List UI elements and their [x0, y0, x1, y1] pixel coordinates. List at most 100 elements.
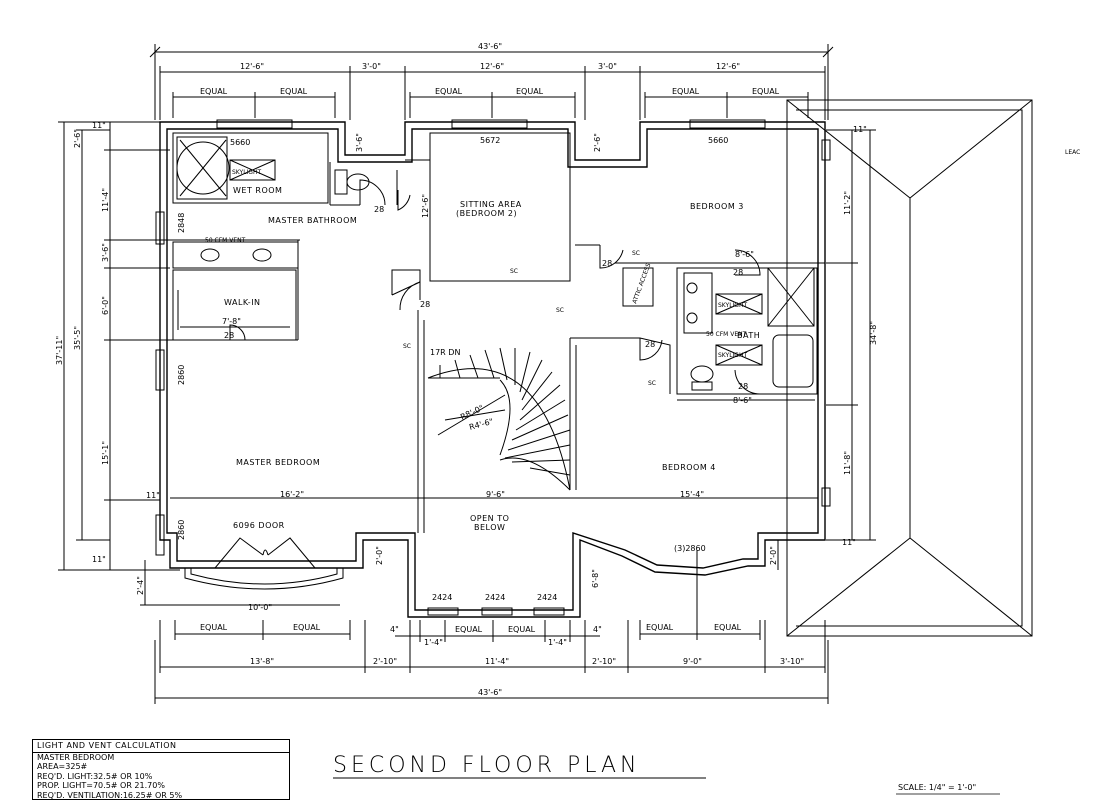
dim-top-overall: 43'-6" [478, 42, 502, 51]
dim-right-s2: 11'-8" [843, 451, 852, 475]
smoke-detector-labels: SC SC SC SC SC [403, 250, 656, 387]
interior-dimension-labels: 16'-2" 9'-6" 15'-4" 7'-8" 8'-6" 8'-6" 12… [222, 133, 754, 588]
window-5660-b: 5660 [708, 136, 728, 145]
smoke-detector: SC [403, 343, 411, 350]
dim-bath-width-1: 8'-6" [735, 250, 754, 259]
label-6096-door: 6096 DOOR [233, 521, 285, 530]
dim-bottom-eq3: EQUAL [455, 625, 483, 634]
door-tag: 28 [420, 300, 430, 309]
door-tag: 28 [738, 382, 748, 391]
door-tag: 28 [374, 205, 384, 214]
label-skylight-bath-2: SKYLIGHT [718, 352, 747, 359]
door-tag: 28 [602, 259, 612, 268]
door-swings [229, 179, 761, 395]
dim-left-s6: 2'-4" [136, 576, 145, 595]
calc-line: REQ'D. LIGHT:32.5# OR 10% [37, 771, 153, 781]
dim-bottom-eq4: EQUAL [508, 625, 536, 634]
room-master-bathroom: MASTER BATHROOM [268, 216, 357, 225]
calc-line: PROP. LIGHT=70.5# OR 21.70% [37, 781, 165, 790]
smoke-detector: SC [510, 268, 518, 275]
label-skylight-bath-1: SKYLIGHT [718, 302, 747, 309]
window-labels: 5660 5672 5660 2424 2424 2424 (3)2860 28… [177, 136, 728, 602]
dim-right-t2: 11" [842, 538, 856, 547]
skylights [176, 139, 763, 366]
light-vent-calculation-box: LIGHT AND VENT CALCULATION MASTER BEDROO… [32, 739, 290, 800]
bottom-dimension-labels: 43'-6" 13'-8" 2'-10" 11'-4" 2'-10" 9'-0"… [200, 603, 804, 697]
exterior-walls [159, 121, 826, 618]
top-dimensions [149, 44, 834, 120]
dim-sitting-height: 12'-6" [421, 194, 430, 218]
edge-label: LEAC [1065, 149, 1080, 156]
dim-bottom-seg3: 11'-4" [485, 657, 509, 666]
dim-bottom-e4: 4" [593, 625, 602, 634]
door-tag: 28 [224, 331, 234, 340]
window-2848: 2848 [177, 213, 186, 233]
window-5660-a: 5660 [230, 138, 250, 147]
calc-line: REQ'D. VENTILATION:16.25# OR 5% [37, 790, 183, 800]
dim-stair-well: 6'-8" [591, 569, 600, 588]
dim-bay-left: 2'-0" [375, 546, 384, 565]
dim-top-seg3: 12'-6" [480, 62, 504, 71]
room-wet-room: WET ROOM [233, 186, 282, 195]
room-bath: BATH [737, 331, 760, 340]
calc-header: LIGHT AND VENT CALCULATION [33, 740, 289, 753]
dim-bottom-eq5: EQUAL [646, 623, 674, 632]
dim-bottom-e3: 1'-4" [548, 638, 567, 647]
room-master-bedroom: MASTER BEDROOM [236, 458, 320, 467]
dim-top-seg5: 12'-6" [716, 62, 740, 71]
dim-bottom-seg5: 9'-0" [683, 657, 702, 666]
dim-wc-width: 3'-6" [355, 133, 364, 152]
dim-bottom-eq1: EQUAL [200, 623, 228, 632]
dim-left-s2: 11'-4" [101, 188, 110, 212]
window-5672: 5672 [480, 136, 500, 145]
dim-left-overall: 37'-11" [55, 336, 64, 365]
label-vent-2: 50 CFM VENT [706, 331, 747, 338]
dim-bottom-eq2: EQUAL [293, 623, 321, 632]
room-below: BELOW [474, 523, 505, 532]
dim-bottom-overall: 43'-6" [478, 688, 502, 697]
door-tag: 28 [733, 268, 743, 277]
top-dimension-labels: 43'-6" 12'-6" 3'-0" 12'-6" 3'-0" 12'-6" … [200, 42, 780, 96]
drawing-scale: SCALE: 1/4" = 1'-0" [898, 783, 976, 792]
window-3-2860: (3)2860 [674, 544, 706, 553]
dim-left-t3: 11" [92, 555, 106, 564]
dim-left-t1: 11" [92, 121, 106, 130]
dim-bottom-seg2: 2'-10" [373, 657, 397, 666]
roof-outline [786, 99, 1033, 637]
dim-left-s1: 2'-6" [73, 129, 82, 148]
dim-top-seg1: 12'-6" [240, 62, 264, 71]
dim-top-eq6: EQUAL [752, 87, 780, 96]
windows [155, 119, 831, 616]
left-dimensions [58, 121, 185, 606]
smoke-detector: SC [648, 380, 656, 387]
left-dimension-labels: 37'-11" 35'-5" 2'-6" 11'-4" 3'-6" 6'-0" … [55, 121, 160, 595]
dim-top-eq5: EQUAL [672, 87, 700, 96]
room-bedroom-3: BEDROOM 3 [690, 202, 744, 211]
window-2424-b: 2424 [485, 593, 505, 602]
dim-walkin-width: 7'-8" [222, 317, 241, 326]
window-2424-a: 2424 [432, 593, 452, 602]
dim-right-overall: 34'-8" [869, 321, 878, 345]
label-vent-1: 50 CFM VENT [205, 237, 246, 244]
door-tag: 28 [645, 340, 655, 349]
door-labels: 28 28 28 28 28 28 28 [224, 205, 748, 391]
dim-top-eq4: EQUAL [516, 87, 544, 96]
dim-bottom-eq6: EQUAL [714, 623, 742, 632]
room-sitting-area: SITTING AREA [460, 200, 522, 209]
window-2860-a: 2860 [177, 365, 186, 385]
dim-top-eq3: EQUAL [435, 87, 463, 96]
dim-bedroom4-width: 15'-4" [680, 490, 704, 499]
dim-bay-width: 10'-0" [248, 603, 272, 612]
dim-right-t1: 11" [853, 125, 867, 134]
dim-bottom-seg4: 2'-10" [592, 657, 616, 666]
dim-top-eq1: EQUAL [200, 87, 228, 96]
room-bedroom-2: (BEDROOM 2) [456, 209, 517, 218]
bottom-dimensions [154, 550, 829, 704]
dim-bottom-e1: 4" [390, 625, 399, 634]
dim-master-bedroom-width: 16'-2" [280, 490, 304, 499]
dim-top-seg2: 3'-0" [362, 62, 381, 71]
dim-right-s3: 2'-0" [769, 546, 778, 565]
dim-left-s5: 15'-1" [101, 441, 110, 465]
window-2860-b: 2860 [177, 520, 186, 540]
